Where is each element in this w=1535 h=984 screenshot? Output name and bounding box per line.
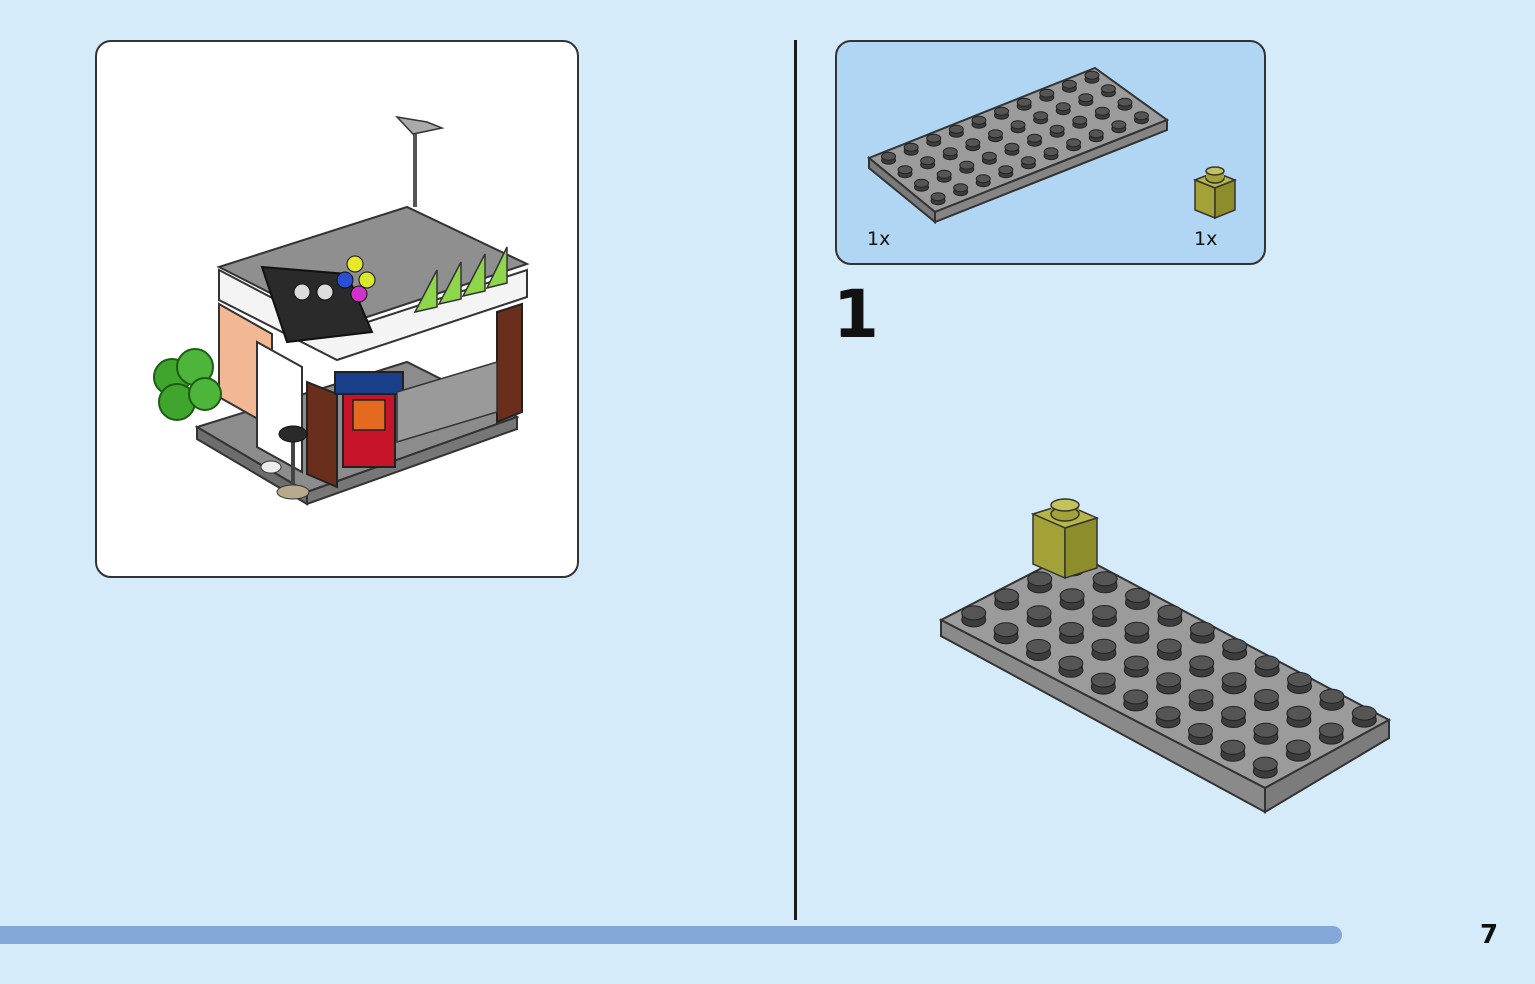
completed-model-illustration xyxy=(153,115,530,506)
gray-plate-part xyxy=(867,66,1170,225)
step-number: 1 xyxy=(833,276,879,353)
model-preview-box xyxy=(95,40,579,578)
parts-list-box: 1x 1x xyxy=(835,40,1266,265)
progress-fill xyxy=(0,926,1342,944)
olive-brick-placed xyxy=(1030,498,1100,580)
brick-quantity: 1x xyxy=(1194,228,1218,250)
plate-quantity: 1x xyxy=(867,228,891,250)
page-divider xyxy=(794,40,797,920)
olive-brick-part xyxy=(1192,166,1238,220)
progress-bar xyxy=(0,926,1435,944)
page-number: 7 xyxy=(1480,920,1499,950)
step-assembly-illustration xyxy=(938,498,1392,814)
